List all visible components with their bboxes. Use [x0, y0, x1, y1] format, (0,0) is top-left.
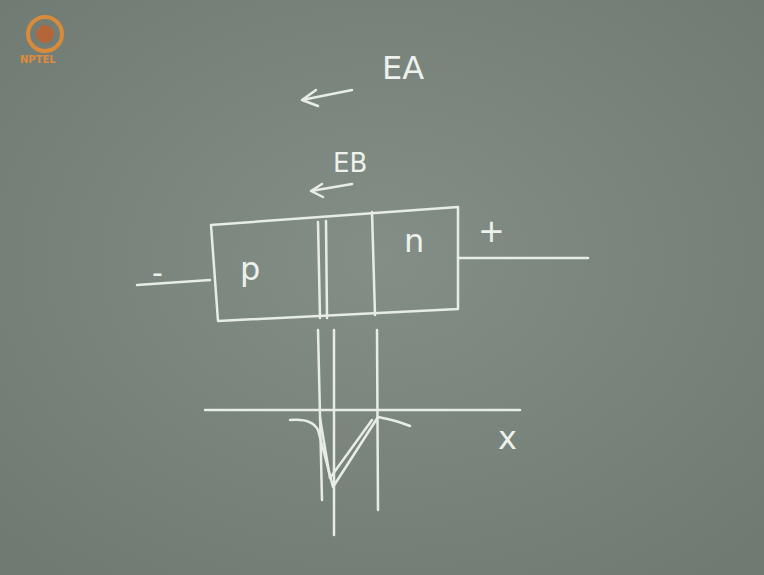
nptel-logo: [28, 17, 62, 51]
junction-line: [318, 221, 327, 318]
wire: [137, 280, 210, 285]
x-axis: [205, 409, 520, 412]
chalk-label: EB: [333, 150, 367, 176]
semiconductor-bar: pn: [208, 205, 460, 325]
chalk-label: -: [152, 258, 163, 288]
wire: [458, 257, 588, 260]
field-profile: [290, 417, 410, 487]
region-label: n: [404, 225, 424, 257]
field-arrow: [302, 90, 352, 106]
chalk-label: EA: [382, 52, 424, 84]
field-arrow: [311, 184, 352, 197]
chalk-label: +: [478, 215, 505, 247]
field-profile: [320, 418, 372, 478]
depletion-edge: [372, 212, 375, 315]
region-label: p: [240, 253, 260, 285]
logo-text: NPTEL: [20, 55, 56, 65]
chalk-label: x: [498, 422, 517, 454]
